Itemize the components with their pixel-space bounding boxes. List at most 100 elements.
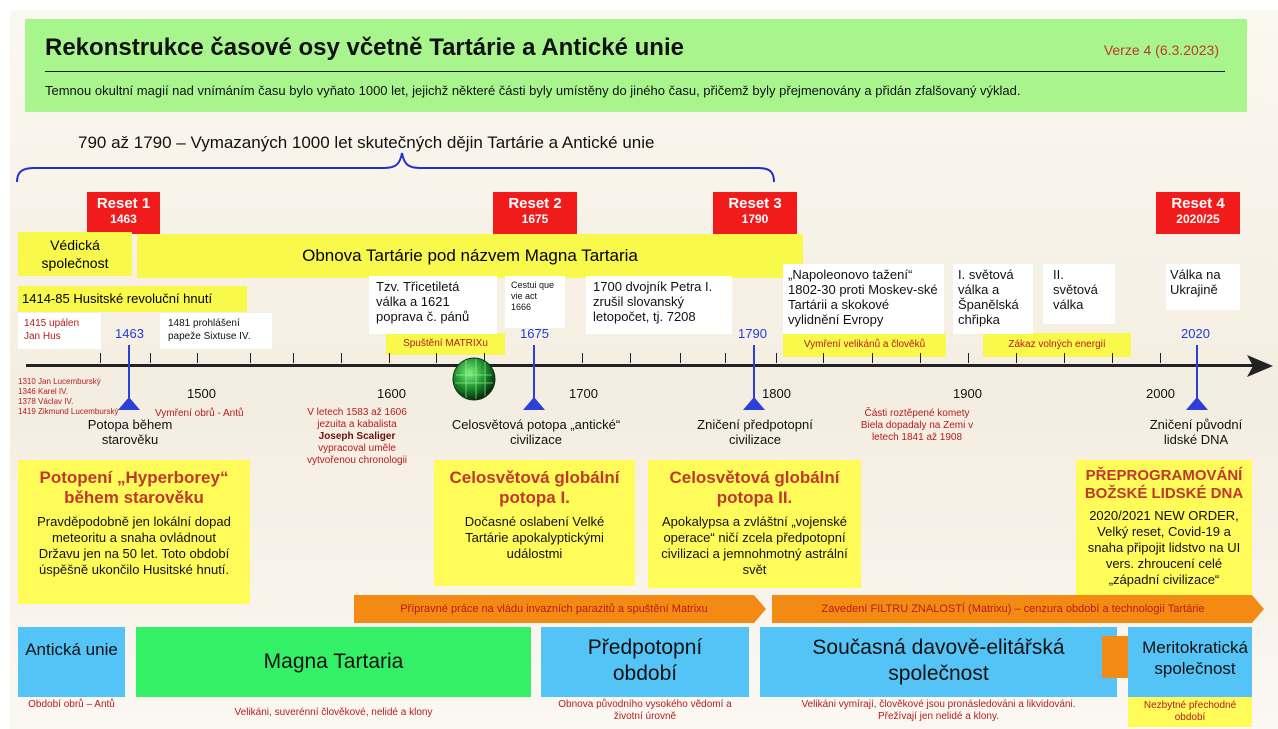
era-meritocratic: Meritokratická společnost [1128, 627, 1252, 697]
sixtus-note: 1481 prohlášení papeže Sixtuse IV. [160, 313, 272, 349]
axis-label-2000: 2000 [1146, 386, 1175, 401]
ww1-note: I. světová válka a Španělská chřipka [953, 264, 1033, 334]
axis-tick [1064, 353, 1065, 363]
version-label: Verze 4 (6.3.2023) [1103, 42, 1219, 58]
king-item: 1346 Karel IV. [18, 387, 68, 396]
reset-2-badge: Reset 2 1675 [493, 192, 577, 234]
giants-extinction-bar: Vymření velikánů a člověků [783, 333, 946, 357]
king-item: 1310 Jan Lucemburský [18, 377, 101, 386]
hus-note: 1415 upálen Jan Hus [18, 313, 101, 349]
era-antediluvian-note: Obnova původního vysokého vědomí a život… [558, 699, 732, 722]
axis-tick [920, 353, 921, 363]
comet-note: Části roztěpené komety Biela dopadaly na… [860, 408, 974, 443]
arrow-filter-label: Zavedení FILTRU ZNALOSTÍ (Matrixu) – cen… [821, 603, 1205, 615]
card-flood-2: Celosvětová globální potopa II. Apokalyp… [648, 460, 861, 588]
pin-marker-1463-icon [118, 397, 140, 410]
title-underline [45, 71, 1225, 72]
thirty-years-war-note: Tzv. Třicetiletá válka a 1621 poprava č.… [369, 276, 497, 334]
brace-label: 790 až 1790 – Vymazaných 1000 let skuteč… [78, 133, 655, 152]
axis-label-1600: 1600 [377, 386, 406, 401]
ukraine-note: Válka na Ukrajině [1166, 264, 1240, 310]
card-dna: PŘEPROGRAMOVÁNÍ BOŽSKÉ LIDSKÉ DNA 2020/2… [1076, 460, 1252, 600]
scaliger-name: Joseph Scaliger [318, 431, 396, 442]
card-dna-title: PŘEPROGRAMOVÁNÍ BOŽSKÉ LIDSKÉ DNA [1084, 467, 1244, 502]
axis-tick [1160, 353, 1161, 363]
era-meritocratic-note: Nezbytné přechodné období [1128, 697, 1252, 727]
header-panel: Rekonstrukce časové osy včetně Tartárie … [25, 19, 1247, 112]
hussite-bar: 1414-85 Husitské revoluční hnutí [18, 286, 247, 312]
axis-tick [1016, 353, 1017, 363]
petr-note: 1700 dvojník Petra I. zrušil slovanský l… [586, 276, 732, 334]
reset-3-badge: Reset 3 1790 [713, 192, 797, 234]
axis-tick [484, 353, 485, 363]
free-energy-ban-bar: Zákaz volných energií [983, 333, 1131, 357]
axis-label-1700: 1700 [569, 386, 598, 401]
card-hyperborea-title: Potopení „Hyperborey“ během starověku [39, 468, 229, 507]
pin-marker-1790-icon [743, 397, 765, 410]
napoleon-note: „Napoleonovo tažení“ 1802-30 proti Moske… [783, 264, 944, 334]
card-dna-body: 2020/2021 NEW ORDER, Velký reset, Covid-… [1087, 508, 1241, 587]
pin-line-2020 [1196, 345, 1198, 401]
card-hyperborea-body: Pravděpodobně jen lokální dopad meteorit… [37, 514, 231, 577]
axis-tick [725, 353, 726, 363]
brace-icon [16, 152, 775, 183]
event-destruction: Zničení předpotopní civilizace [697, 417, 813, 447]
card-flood-1-title: Celosvětová globální potopa I. [449, 468, 620, 507]
axis-tick [776, 353, 777, 363]
header-subtitle: Temnou okultní magií nad vnímáním času b… [45, 83, 1021, 98]
era-magna-note: Velikáni, suverénní člověkové, nelidé a … [234, 707, 433, 718]
era-antic-union: Antická unie [18, 627, 125, 697]
card-flood-2-title: Celosvětová globální potopa II. [669, 468, 840, 507]
arrow-preparation-label: Přípravné práce na vládu invazních paraz… [400, 603, 708, 615]
card-hyperborea: Potopení „Hyperborey“ během starověku Pr… [18, 460, 250, 604]
era-current-society: Současná davově-elitářská společnost [760, 627, 1117, 697]
reset-2-label: Reset 2 [508, 195, 562, 212]
pin-marker-1675-icon [523, 397, 545, 410]
axis-tick [680, 353, 681, 363]
magna-tartaria-bar: Obnova Tartárie pod názvem Magna Tartari… [137, 234, 803, 278]
event-flood-ancient: Potopa během starověku [87, 417, 173, 447]
axis-label-1500: 1500 [187, 386, 216, 401]
giants-extinct-label: Vymření obrů - Antů [155, 408, 244, 419]
axis-tick [582, 353, 583, 363]
axis-tick [293, 353, 294, 363]
axis-arrow-icon [1247, 355, 1273, 377]
matrix-start-bar: Spuštění MATRIXu [386, 333, 505, 355]
pin-year-1675: 1675 [520, 326, 549, 341]
reset-4-year: 2020/25 [1176, 212, 1220, 226]
axis-tick [150, 353, 151, 363]
axis-tick [389, 353, 390, 363]
era-antediluvian: Předpotopní období [541, 627, 749, 697]
king-item: 1419 Zikmund Lucemburský [18, 407, 119, 416]
axis-tick [1112, 353, 1113, 363]
reset-4-badge: Reset 4 2020/25 [1156, 192, 1240, 234]
axis-label-1900: 1900 [953, 386, 982, 401]
scaliger-note: V letech 1583 až 1606 jezuita a kabalist… [282, 407, 432, 467]
page-title: Rekonstrukce časové osy včetně Tartárie … [45, 34, 684, 61]
scaliger-line-2: jezuita a kabalista [317, 419, 397, 430]
reset-1-label: Reset 1 [96, 195, 151, 212]
axis-tick [100, 353, 101, 363]
scaliger-line-4: vytvořenou chronologii [306, 455, 408, 466]
pin-year-1463: 1463 [115, 326, 144, 341]
reset-3-year: 1790 [741, 212, 769, 226]
ww2-note: II. světová válka [1043, 264, 1115, 324]
event-flood-antic: Celosvětová potopa „antické“ civilizace [451, 417, 621, 447]
axis-label-1800: 1800 [762, 386, 791, 401]
axis-tick [630, 353, 631, 363]
pin-line-1463 [128, 345, 130, 401]
pin-line-1675 [533, 345, 535, 401]
axis-tick [872, 353, 873, 363]
axis-tick [197, 353, 198, 363]
axis-tick [250, 353, 251, 363]
scaliger-line-1: V letech 1583 až 1606 [307, 407, 407, 418]
vedic-society-bar: Védická společnost [18, 232, 132, 276]
axis-tick [823, 353, 824, 363]
card-flood-2-body: Apokalypsa a zvláštní „vojenské operace“… [661, 514, 848, 577]
arrow-preparation-shape [354, 595, 766, 623]
era-current-note: Velikáni vymírají, člověkové jsou pronás… [801, 699, 1076, 722]
era-magna-tartaria: Magna Tartaria [136, 627, 531, 697]
reset-4-label: Reset 4 [1171, 195, 1225, 212]
event-dna: Zničení původní lidské DNA [1149, 417, 1243, 447]
pin-year-1790: 1790 [738, 326, 767, 341]
